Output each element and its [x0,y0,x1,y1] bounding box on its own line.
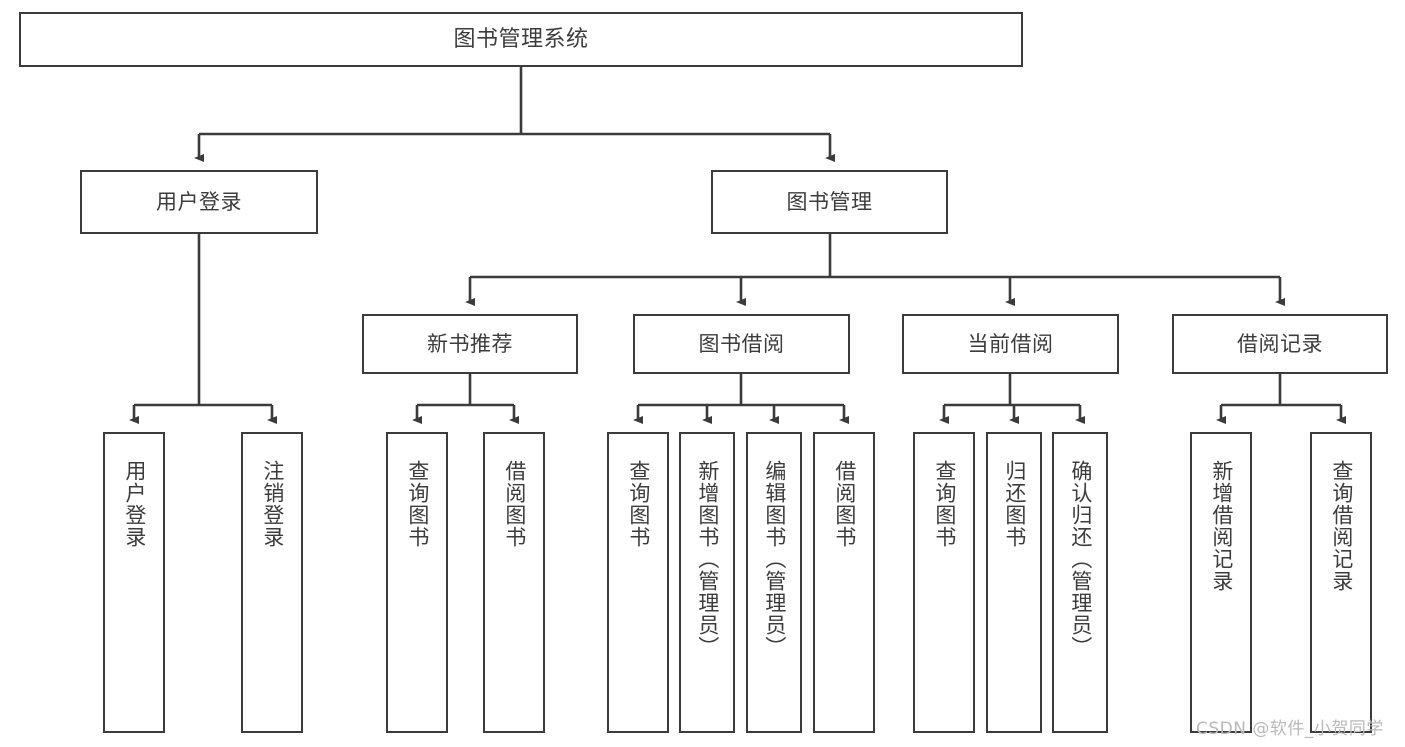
node-borrow-record-label: 借阅记录 [1237,331,1323,356]
node-leaf-return-book-label: 归还图书 [1002,460,1027,548]
node-leaf-edit-book-admin-label: 编辑图书（管理员） [762,460,787,658]
node-leaf-borrow-book-rec[interactable]: 借阅图书 [483,432,545,733]
node-leaf-add-book-admin[interactable]: 新增图书（管理员） [679,432,735,733]
node-leaf-return-book[interactable]: 归还图书 [986,432,1042,733]
node-book-manage[interactable]: 图书管理 [711,170,948,234]
node-leaf-query-book-rec-label: 查询图书 [405,460,430,548]
node-leaf-confirm-return-admin[interactable]: 确认归还（管理员） [1052,432,1108,733]
node-book-borrow-label: 图书借阅 [698,331,785,356]
node-leaf-query-borrow-record-label: 查询借阅记录 [1329,460,1354,592]
node-new-book-recommend[interactable]: 新书推荐 [362,314,578,374]
node-book-manage-label: 图书管理 [786,189,873,214]
node-leaf-user-logout[interactable]: 注销登录 [241,432,303,733]
node-leaf-user-login[interactable]: 用户登录 [103,432,165,733]
node-leaf-borrow-book-br-label: 借阅图书 [832,460,857,548]
node-leaf-confirm-return-admin-label: 确认归还（管理员） [1068,460,1093,658]
node-current-borrow[interactable]: 当前借阅 [902,314,1119,374]
node-user-login[interactable]: 用户登录 [80,170,318,234]
node-leaf-borrow-book-rec-label: 借阅图书 [502,460,527,548]
node-current-borrow-label: 当前借阅 [967,331,1054,356]
node-leaf-borrow-book-br[interactable]: 借阅图书 [813,432,875,733]
node-leaf-query-book-br-label: 查询图书 [626,460,651,548]
node-root-label: 图书管理系统 [453,26,589,52]
node-leaf-edit-book-admin[interactable]: 编辑图书（管理员） [746,432,802,733]
node-leaf-add-borrow-record[interactable]: 新增借阅记录 [1190,432,1252,733]
node-leaf-query-book-cb-label: 查询图书 [932,460,957,548]
node-new-book-recommend-label: 新书推荐 [427,331,513,356]
csdn-watermark: CSDN @软件_小贺同学 [1196,719,1384,739]
node-leaf-query-book-br[interactable]: 查询图书 [607,432,669,733]
node-borrow-record[interactable]: 借阅记录 [1172,314,1388,374]
node-leaf-user-login-label: 用户登录 [122,460,147,548]
node-book-borrow[interactable]: 图书借阅 [633,314,850,374]
node-user-login-label: 用户登录 [156,189,242,214]
node-leaf-add-borrow-record-label: 新增借阅记录 [1209,460,1234,592]
node-leaf-query-borrow-record[interactable]: 查询借阅记录 [1310,432,1372,733]
node-leaf-user-logout-label: 注销登录 [260,460,285,548]
node-leaf-add-book-admin-label: 新增图书（管理员） [695,460,720,658]
node-root[interactable]: 图书管理系统 [19,12,1023,67]
node-leaf-query-book-rec[interactable]: 查询图书 [386,432,448,733]
node-leaf-query-book-cb[interactable]: 查询图书 [913,432,975,733]
